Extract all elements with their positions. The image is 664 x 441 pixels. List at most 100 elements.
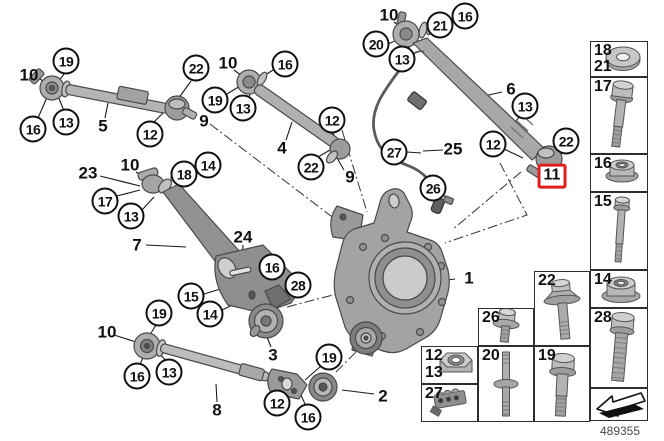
direction-arrow-icon — [596, 392, 646, 418]
callout-28[interactable]: 28 — [284, 271, 312, 299]
cable-holder-27-icon — [429, 388, 467, 417]
hex-bolt-17-icon — [610, 80, 634, 148]
callout-10[interactable]: 10 — [19, 65, 39, 85]
callout-2[interactable]: 2 — [378, 386, 388, 406]
callout-22[interactable]: 22 — [297, 153, 325, 181]
trailing-strut-6 — [392, 11, 563, 179]
legend-label-16: 16 — [594, 155, 612, 172]
callout-16[interactable]: 16 — [19, 115, 47, 143]
drawing-number: 489355 — [599, 424, 641, 438]
legend-box-18-21[interactable] — [590, 41, 648, 77]
callout-3[interactable]: 3 — [268, 345, 278, 365]
legend-label-17: 17 — [594, 78, 612, 95]
callout-13[interactable]: 13 — [229, 94, 257, 122]
bushing-2 — [308, 372, 338, 402]
washer-screw-26-icon — [492, 307, 520, 343]
bushing-3 — [248, 303, 284, 339]
callout-26[interactable]: 26 — [419, 174, 447, 202]
legend-label-26: 26 — [482, 309, 500, 326]
callout-13[interactable]: 13 — [155, 358, 183, 386]
legend-label-28: 28 — [594, 309, 612, 326]
legend-box-20[interactable] — [478, 346, 534, 422]
callout-10[interactable]: 10 — [218, 53, 238, 73]
legend-label-21: 21 — [594, 58, 612, 75]
callout-25[interactable]: 25 — [443, 139, 463, 159]
callout-16[interactable]: 16 — [294, 403, 322, 431]
callout-12[interactable]: 12 — [318, 106, 346, 134]
callout-9[interactable]: 9 — [199, 111, 209, 131]
legend-label-15: 15 — [594, 193, 612, 210]
callout-19[interactable]: 19 — [145, 299, 173, 327]
legend-label-19: 19 — [538, 347, 556, 364]
legend-label-13: 13 — [425, 364, 443, 381]
callout-5[interactable]: 5 — [98, 116, 108, 136]
callout-15[interactable]: 15 — [177, 282, 205, 310]
legend-label-20: 20 — [482, 347, 500, 364]
legend-label-27: 27 — [425, 385, 443, 402]
callout-23[interactable]: 23 — [78, 163, 98, 183]
track-rod-8 — [133, 332, 308, 400]
legend-box-22[interactable] — [534, 271, 590, 346]
callout-27[interactable]: 27 — [380, 138, 408, 166]
legend-box-17[interactable] — [590, 77, 648, 154]
callout-8[interactable]: 8 — [212, 400, 222, 420]
control-arm-5 — [28, 68, 198, 121]
callout-13[interactable]: 13 — [511, 92, 539, 120]
flange-nut-14-icon — [601, 276, 641, 303]
legend-box-14[interactable] — [590, 270, 648, 308]
callout-10[interactable]: 10 — [97, 322, 117, 342]
callout-22[interactable]: 22 — [182, 54, 210, 82]
callout-13[interactable]: 13 — [388, 45, 416, 73]
callout-16[interactable]: 16 — [123, 362, 151, 390]
legend-box-27[interactable] — [421, 384, 478, 422]
hex-nut-12-13-icon — [439, 352, 473, 373]
legend-box-12-13[interactable] — [421, 346, 478, 384]
callout-1[interactable]: 1 — [464, 268, 474, 288]
legend-box-15[interactable] — [590, 192, 648, 270]
callout-19[interactable]: 19 — [52, 47, 80, 75]
control-arm-4 — [236, 69, 351, 164]
cone-flange-bolt-22-icon — [543, 278, 581, 340]
callout-12[interactable]: 12 — [479, 130, 507, 158]
callout-7[interactable]: 7 — [132, 235, 142, 255]
callout-21[interactable]: 21 — [426, 11, 454, 39]
callout-14[interactable]: 14 — [196, 300, 224, 328]
callout-19[interactable]: 19 — [201, 86, 229, 114]
callout-12[interactable]: 12 — [263, 389, 291, 417]
callout-4[interactable]: 4 — [277, 138, 287, 158]
legend-box-19[interactable] — [534, 346, 590, 422]
callout-13[interactable]: 13 — [117, 202, 145, 230]
threaded-bolt-28-icon — [609, 311, 635, 382]
wheel-carrier-1 — [330, 188, 450, 357]
callout-19[interactable]: 19 — [315, 343, 343, 371]
callout-24[interactable]: 24 — [233, 227, 253, 247]
callout-6[interactable]: 6 — [506, 79, 516, 99]
callout-22[interactable]: 22 — [552, 127, 580, 155]
callout-18[interactable]: 18 — [170, 160, 198, 188]
collar-stud-20-icon — [493, 351, 519, 417]
callout-10[interactable]: 10 — [379, 5, 399, 25]
legend-label-22: 22 — [538, 272, 556, 289]
legend-label-14: 14 — [594, 271, 612, 288]
legend-box-direction-arrow[interactable] — [590, 388, 648, 421]
callout-16[interactable]: 16 — [451, 2, 479, 30]
washer-icon — [605, 46, 641, 71]
legend-box-16[interactable] — [590, 154, 648, 192]
guide-rod-7 — [137, 167, 304, 314]
callout-14[interactable]: 14 — [194, 151, 222, 179]
callout-20[interactable]: 20 — [362, 30, 390, 58]
legend-box-26[interactable] — [478, 308, 534, 346]
callout-12[interactable]: 12 — [136, 120, 164, 148]
callout-16[interactable]: 16 — [258, 253, 286, 281]
callout-16[interactable]: 16 — [271, 50, 299, 78]
legend-box-28[interactable] — [590, 308, 648, 388]
long-bolt-15-icon — [613, 196, 631, 263]
callout-10[interactable]: 10 — [120, 155, 140, 175]
hex-flange-bolt-19-icon — [549, 353, 577, 417]
callout-17[interactable]: 17 — [91, 187, 119, 215]
callout-9[interactable]: 9 — [345, 167, 355, 187]
callout-13[interactable]: 13 — [52, 108, 80, 136]
callout-11-highlighted[interactable]: 11 — [537, 163, 567, 189]
